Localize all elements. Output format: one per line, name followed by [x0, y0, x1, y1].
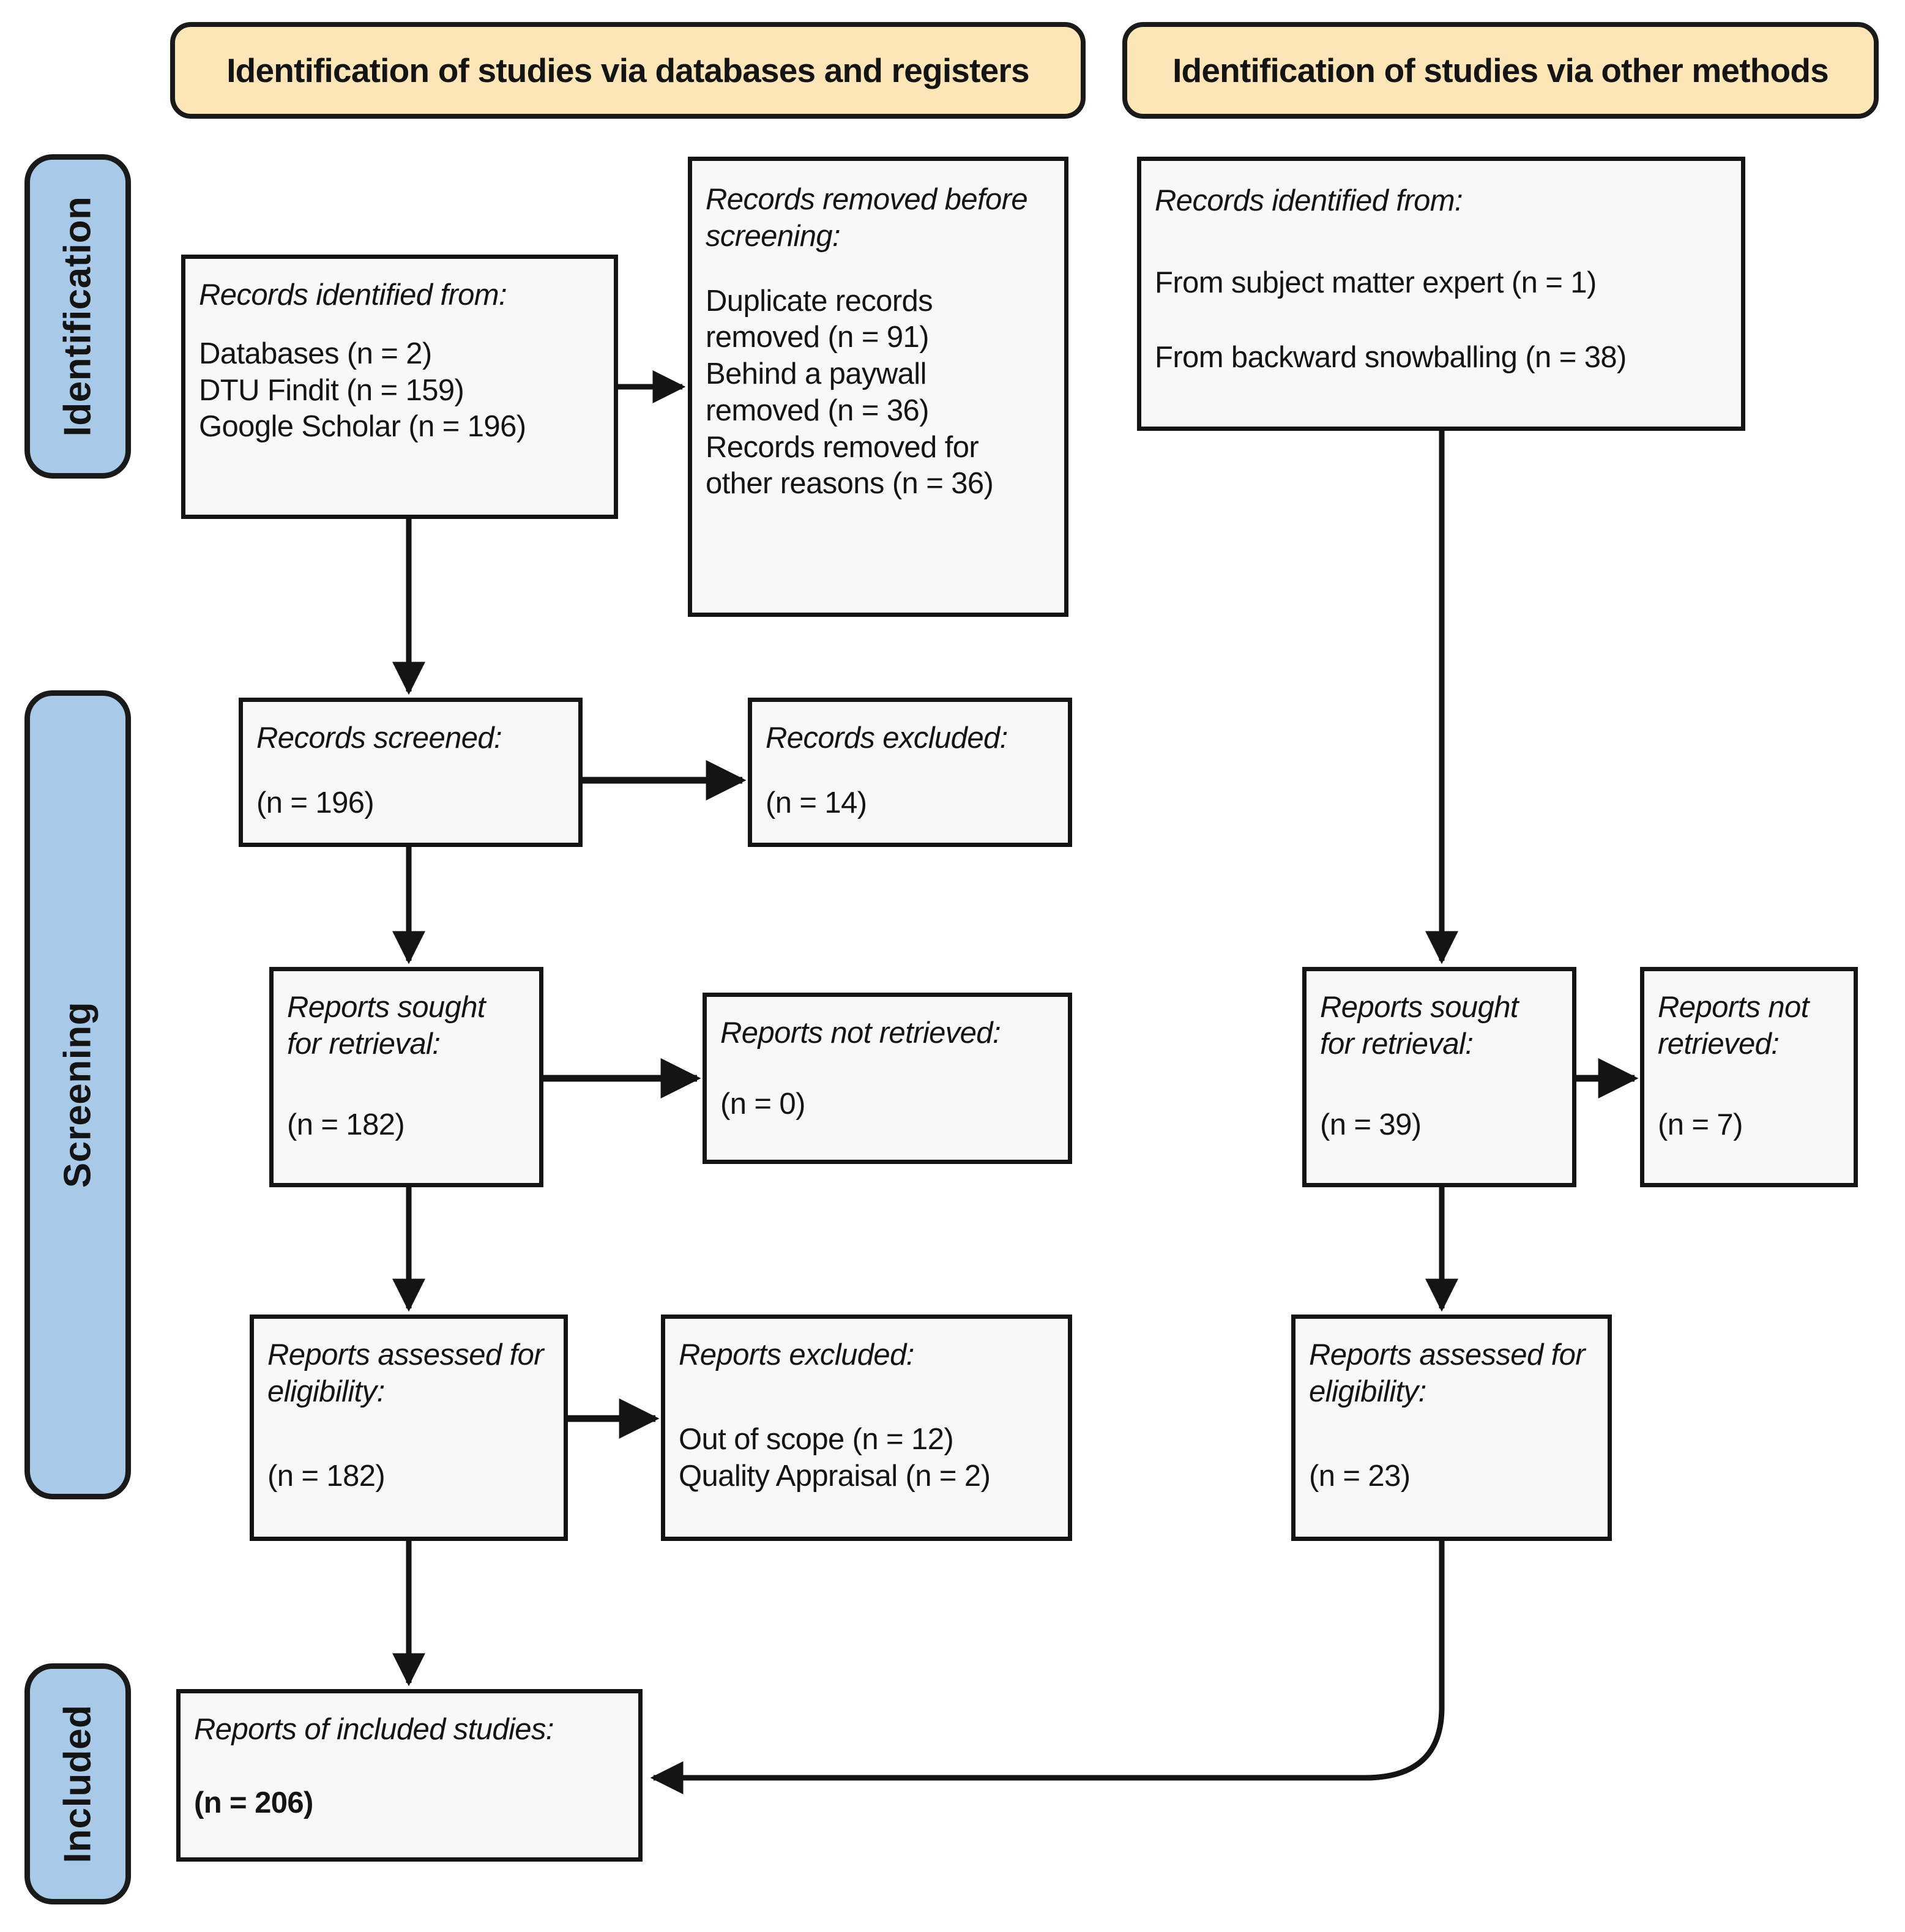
node-reports-excluded: Reports excluded: Out of scope (n = 12) … [661, 1315, 1072, 1541]
node-title: Reports sought for retrieval: [287, 991, 486, 1061]
node-line: (n = 39) [1320, 1108, 1422, 1141]
node-title: Records identified from: [1155, 184, 1463, 217]
node-records-screened: Records screened: (n = 196) [239, 698, 583, 847]
node-line: (n = 0) [720, 1087, 805, 1121]
stage-label-identification: Identification [56, 196, 99, 437]
node-title: Reports assessed for eligibility: [267, 1338, 544, 1408]
node-title: Reports assessed for eligibility: [1309, 1338, 1586, 1408]
node-title: Reports not retrieved: [720, 1016, 1001, 1050]
node-line: (n = 206) [194, 1786, 313, 1819]
node-records-identified-other-methods: Records identified from: From subject ma… [1137, 157, 1745, 431]
node-line: (n = 182) [267, 1459, 386, 1493]
stage-pill-identification: Identification [24, 154, 131, 479]
node-line: Google Scholar (n = 196) [199, 410, 526, 444]
node-line: From subject matter expert (n = 1) [1155, 266, 1597, 299]
node-reports-sought-other: Reports sought for retrieval: (n = 39) [1302, 967, 1576, 1187]
node-line: (n = 23) [1309, 1459, 1411, 1493]
node-line: DTU Findit (n = 159) [199, 373, 464, 407]
header-box-databases-registers: Identification of studies via databases … [170, 22, 1086, 119]
header-box-other-methods: Identification of studies via other meth… [1122, 22, 1879, 119]
node-reports-not-retrieved-other: Reports not retrieved: (n = 7) [1640, 967, 1858, 1187]
node-line: Databases (n = 2) [199, 337, 432, 370]
stage-label-included: Included [56, 1704, 99, 1863]
node-reports-not-retrieved-databases: Reports not retrieved: (n = 0) [703, 993, 1072, 1164]
node-title: Records screened: [256, 722, 502, 755]
node-line: (n = 7) [1658, 1108, 1743, 1141]
stage-pill-included: Included [24, 1663, 131, 1904]
node-title: Records removed before screening: [706, 183, 1028, 253]
node-title: Reports sought for retrieval: [1320, 991, 1519, 1061]
node-line: (n = 196) [256, 786, 375, 819]
node-line: (n = 182) [287, 1108, 405, 1141]
node-reports-included-studies: Reports of included studies: (n = 206) [176, 1689, 643, 1862]
node-reports-assessed-other: Reports assessed for eligibility: (n = 2… [1291, 1315, 1612, 1541]
node-records-identified-databases: Records identified from: Databases (n = … [181, 255, 618, 519]
node-line: (n = 14) [766, 786, 867, 819]
node-title: Reports not retrieved: [1658, 991, 1809, 1061]
node-records-excluded: Records excluded: (n = 14) [748, 698, 1072, 847]
node-reports-assessed-databases: Reports assessed for eligibility: (n = 1… [250, 1315, 568, 1541]
node-line: Duplicate records removed (n = 91) [706, 284, 933, 354]
connector-assessed-other-to-included-curved [650, 1541, 1445, 1794]
node-title: Records identified from: [199, 278, 507, 311]
header-label-other-methods: Identification of studies via other meth… [1172, 51, 1829, 89]
node-line: Quality Appraisal (n = 2) [679, 1459, 991, 1493]
stage-label-screening: Screening [56, 1001, 99, 1188]
node-line: Records removed for other reasons (n = 3… [706, 430, 994, 501]
node-reports-sought-databases: Reports sought for retrieval: (n = 182) [269, 967, 543, 1187]
node-title: Reports of included studies: [194, 1713, 554, 1746]
node-title: Records excluded: [766, 722, 1008, 755]
node-records-removed-before-screening: Records removed before screening: Duplic… [688, 157, 1068, 617]
node-line: From backward snowballing (n = 38) [1155, 340, 1627, 374]
node-title: Reports excluded: [679, 1338, 914, 1371]
header-label-databases-registers: Identification of studies via databases … [226, 51, 1029, 89]
stage-pill-screening: Screening [24, 690, 131, 1499]
node-line: Out of scope (n = 12) [679, 1422, 954, 1456]
node-line: Behind a paywall removed (n = 36) [706, 357, 929, 427]
